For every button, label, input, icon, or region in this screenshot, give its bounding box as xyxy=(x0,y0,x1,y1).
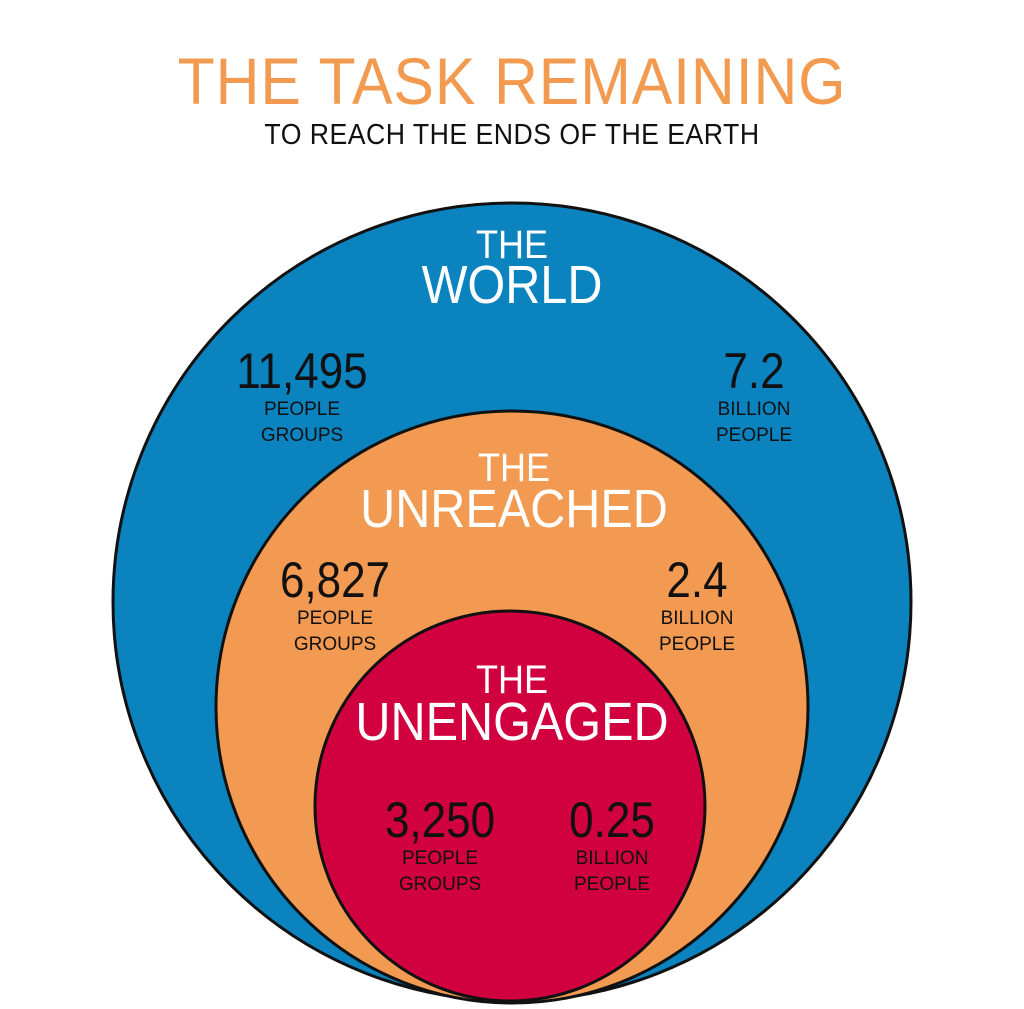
unengaged-people-groups-line1: PEOPLE xyxy=(402,848,478,869)
page-subtitle: TO REACH THE ENDS OF THE EARTH xyxy=(264,119,760,151)
unreached-name-label: UNREACHED xyxy=(360,478,668,539)
unengaged-population-line2: PEOPLE xyxy=(574,874,650,895)
world-the-label: THE xyxy=(476,223,548,267)
unengaged-people-groups-value: 3,250 xyxy=(385,791,495,847)
unengaged-population-value: 0.25 xyxy=(569,791,655,847)
unreached-population-line2: PEOPLE xyxy=(659,634,735,655)
unengaged-people-groups-line2: GROUPS xyxy=(399,874,481,895)
unreached-the-label: THE xyxy=(478,446,550,490)
world-name-label: WORLD xyxy=(422,254,603,315)
unreached-population-value: 2.4 xyxy=(666,551,727,607)
world-population-line2: PEOPLE xyxy=(716,425,792,446)
world-population-line1: BILLION xyxy=(718,399,791,420)
unengaged-circle xyxy=(313,609,707,1003)
unengaged-name-label: UNENGAGED xyxy=(355,691,668,752)
unengaged-the-label: THE xyxy=(476,658,548,702)
world-people-groups-line2: GROUPS xyxy=(261,425,343,446)
world-people-groups-line1: PEOPLE xyxy=(264,399,340,420)
page-title: THE TASK REMAINING xyxy=(177,44,847,118)
unreached-people-groups-line2: GROUPS xyxy=(294,634,376,655)
unreached-people-groups-value: 6,827 xyxy=(280,551,390,607)
unreached-population-line1: BILLION xyxy=(661,608,734,629)
world-population-value: 7.2 xyxy=(723,342,784,398)
unreached-people-groups-line1: PEOPLE xyxy=(297,608,373,629)
unengaged-population-line1: BILLION xyxy=(576,848,649,869)
world-people-groups-value: 11,495 xyxy=(236,342,367,398)
